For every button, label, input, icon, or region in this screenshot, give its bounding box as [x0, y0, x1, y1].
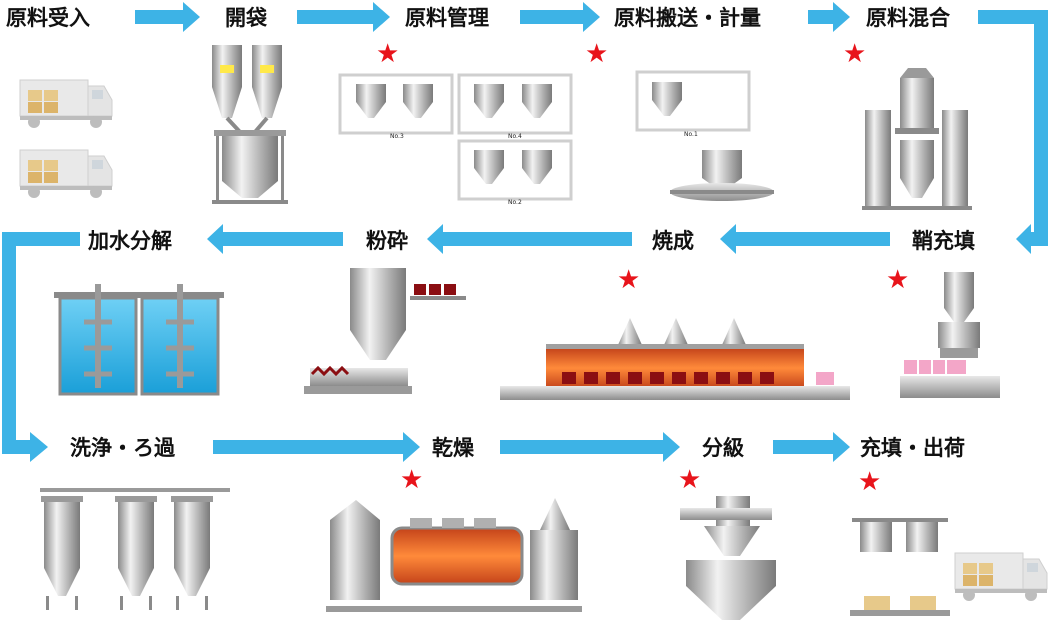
washing-filtration-tanks: [40, 488, 230, 610]
star-icon: ★: [858, 467, 881, 497]
label-s12: 分級: [702, 436, 744, 460]
label-s10: 洗浄・ろ過: [70, 436, 176, 460]
arrow-s1-s2: [135, 2, 200, 32]
raw-material-storage: No.3 No.4 No.2: [338, 73, 573, 206]
bin-label-no3: No.3: [390, 133, 404, 140]
star-icon: ★: [843, 39, 866, 69]
arrow-s10-s11: [213, 432, 420, 462]
star-icon: ★: [678, 465, 701, 495]
label-s8: 粉砕: [366, 229, 408, 253]
truck-icon: [19, 149, 113, 199]
bin-label-no4: No.4: [508, 133, 522, 140]
truck-icon: [19, 79, 113, 129]
bag-opening-station: [212, 45, 288, 204]
arrow-s2-s3: [297, 2, 390, 32]
star-icon: ★: [376, 39, 399, 69]
arrow-s11-s12: [500, 432, 680, 462]
classifier: [680, 496, 776, 620]
label-s9: 加水分解: [87, 229, 172, 253]
label-s3: 原料管理: [405, 6, 489, 30]
sagger-filling: [900, 272, 1000, 398]
arrow-s8-s9: [207, 224, 343, 254]
label-s7: 焼成: [652, 229, 694, 253]
arrow-s5-s6: [978, 10, 1048, 254]
label-s5: 原料混合: [866, 6, 951, 30]
label-s13: 充填・出荷: [860, 436, 965, 460]
crusher: [304, 268, 466, 394]
star-icon: ★: [617, 265, 640, 295]
label-s2: 開袋: [225, 6, 268, 30]
arrow-s6-s7: [720, 224, 890, 254]
arrow-s7-s8: [427, 224, 632, 254]
critical-point-stars: ★ ★ ★ ★ ★ ★ ★ ★: [376, 39, 909, 497]
step-labels: 原料受入 開袋 原料管理 原料搬送・計量 原料混合 鞘充填 焼成 粉砕 加水分解…: [6, 6, 975, 460]
label-s4: 原料搬送・計量: [614, 6, 761, 30]
star-icon: ★: [585, 39, 608, 69]
arrow-s4-s5: [808, 2, 850, 32]
label-s11: 乾燥: [432, 436, 475, 460]
truck-icon: [954, 552, 1048, 602]
filling-shipping: [850, 518, 1048, 616]
receiving-trucks: [19, 79, 113, 199]
arrow-s12-s13: [773, 432, 850, 462]
label-s6: 鞘充填: [912, 229, 975, 253]
kiln: [500, 318, 850, 400]
star-icon: ★: [886, 265, 909, 295]
hydrolysis-tanks: [54, 284, 224, 396]
arrow-s9-s10: [2, 232, 80, 462]
bin-label-no2: No.2: [508, 199, 522, 206]
flow-arrows: [2, 2, 1048, 462]
dryer: [326, 498, 582, 612]
conveying-weighing: No.1: [635, 70, 774, 201]
mixer: [862, 68, 972, 210]
star-icon: ★: [400, 465, 423, 495]
arrow-s3-s4: [520, 2, 600, 32]
bin-label-no1: No.1: [684, 131, 698, 138]
label-s1: 原料受入: [6, 6, 90, 30]
